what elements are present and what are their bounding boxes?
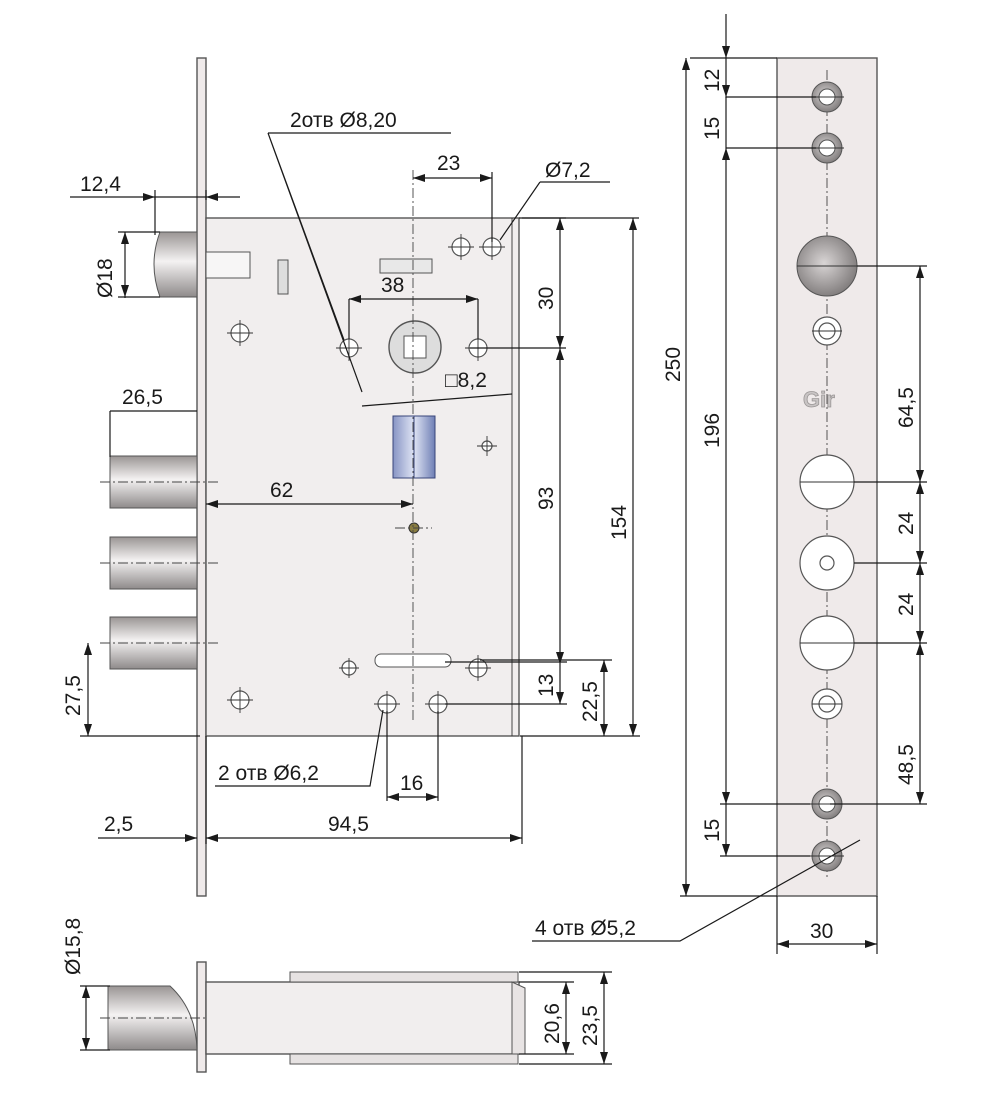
latch-stem [205,251,251,279]
dim-30-vertical: 30 [535,287,558,310]
follower-square [403,335,427,359]
faceplate-view: Gir [532,14,927,954]
dim-23-5: 23,5 [579,1005,602,1046]
dim-16: 16 [400,772,423,795]
dim-27-5: 27,5 [62,675,85,716]
dim-23: 23 [437,152,460,175]
dim-sq-8-2: □8,2 [445,369,487,392]
side-body [205,981,520,1055]
dim-93: 93 [535,487,558,510]
dim-dia-18: Ø18 [94,258,117,298]
dim-26-5: 26,5 [122,386,163,409]
dim-12: 12 [701,69,724,92]
dim-2holes-8-20: 2отв Ø8,20 [290,109,397,132]
latch-bolt [153,231,198,298]
slot-part [277,259,289,295]
side-faceplate [196,961,207,1073]
dim-4holes-5-2: 4 отв Ø5,2 [535,917,636,940]
dim-2holes-6-2: 2 отв Ø6,2 [218,762,319,785]
side-view: Ø15,8 20,6 23,5 [62,918,612,1073]
dim-22-5: 22,5 [579,681,602,722]
dim-250: 250 [662,347,685,382]
dim-20-6: 20,6 [541,1003,564,1044]
front-view: 12,4 Ø18 26,5 62 27,5 2,5 94,5 2отв Ø8,2… [62,57,640,897]
dim-12-4: 12,4 [80,173,121,196]
slide-part [379,258,433,274]
dim-154: 154 [608,505,631,540]
dim-15-bottom: 15 [701,819,724,842]
faceplate-strip [196,57,207,897]
dim-24-b: 24 [895,592,918,616]
brand-logo: Gir [803,387,835,412]
dim-48-5: 48,5 [895,744,918,785]
lock-body [205,217,520,737]
dim-62: 62 [270,479,293,502]
dim-24-a: 24 [895,511,918,535]
dim-15-top: 15 [701,117,724,140]
dim-30-horizontal: 30 [810,920,833,943]
dim-38: 38 [381,274,404,297]
dim-94-5: 94,5 [328,813,369,836]
dim-196: 196 [701,413,724,448]
dim-dia-15-8: Ø15,8 [62,918,85,975]
dim-64-5: 64,5 [895,387,918,428]
dim-13: 13 [535,674,558,697]
dim-2-5: 2,5 [104,813,133,836]
dim-dia-7-2: Ø7,2 [545,159,591,182]
